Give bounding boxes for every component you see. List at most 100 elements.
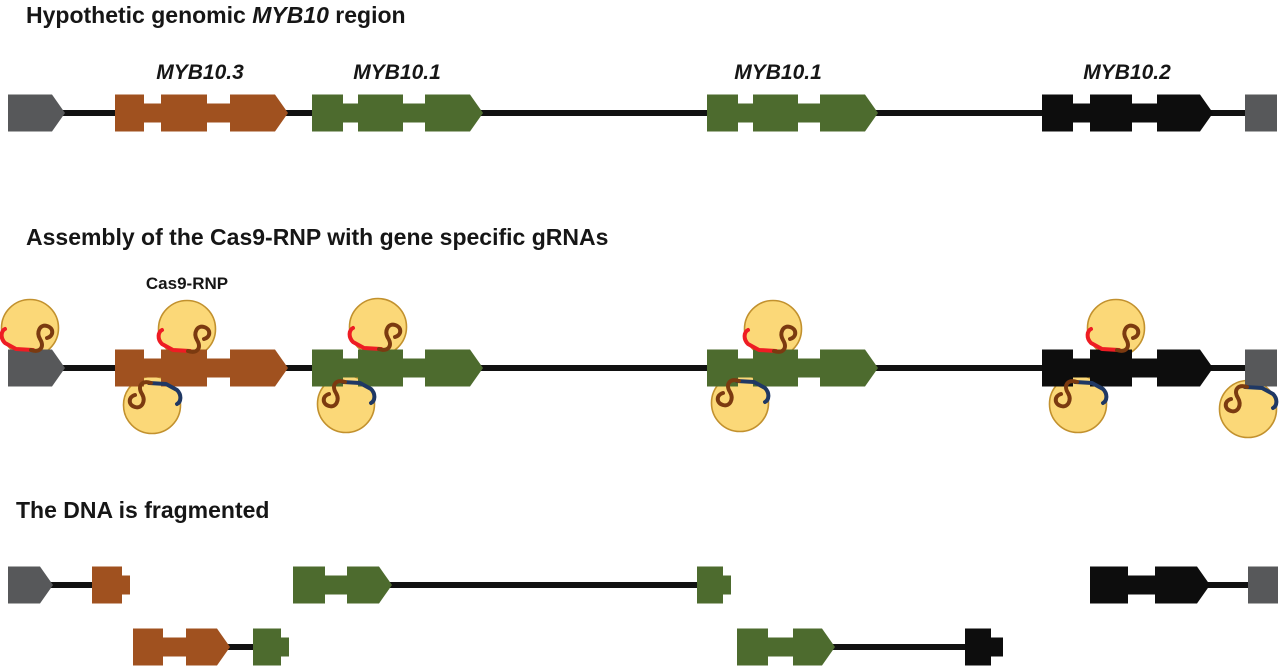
grna-spacer-navy-icon: [341, 380, 377, 405]
green-exon: [312, 94, 343, 132]
dna-line: [10, 110, 1272, 116]
black-connector: [1128, 575, 1155, 595]
grna-spacer-navy-icon: [147, 381, 183, 406]
lines-layer: [10, 110, 1272, 371]
green-exon: [737, 628, 768, 666]
brown-exon: [133, 628, 163, 666]
green-exon: [697, 566, 723, 604]
green-exon: [358, 94, 403, 132]
green-connector: [343, 103, 358, 123]
grna-glyph: [1085, 323, 1141, 353]
grna-spacer-red-icon: [347, 326, 383, 351]
grna-scaffold-icon: [127, 380, 153, 410]
genomic-row: [8, 94, 1277, 132]
brown-connector: [207, 358, 230, 378]
black-connector: [1132, 103, 1157, 123]
brown-arrow-exon: [230, 349, 288, 387]
grna-spacer-red-icon: [156, 328, 192, 353]
cas9-rnp-label: Cas9-RNP: [145, 274, 229, 293]
brown-connector: [144, 103, 161, 123]
dna-fragment: [1090, 566, 1278, 604]
gray-arrow-exon: [8, 94, 65, 132]
grna-glyph: [156, 324, 212, 354]
gene-label-MYB10.1-2: MYB10.1: [734, 61, 822, 84]
brown-exon: [92, 566, 122, 604]
gray-exon: [1245, 349, 1277, 387]
brown-connector: [207, 103, 230, 123]
green-exon: [753, 94, 798, 132]
grna-scaffold-icon: [186, 324, 212, 354]
green-arrow-exon: [347, 566, 392, 604]
grna-glyph: [0, 323, 55, 353]
grna-scaffold-icon: [1223, 384, 1249, 414]
grna-scaffold-icon: [772, 324, 798, 354]
black-exon: [965, 628, 991, 666]
gene-shapes-layer: [8, 94, 1278, 666]
genomic-row-line: [10, 110, 1272, 116]
gene-label-MYB10.2-3: MYB10.2: [1083, 61, 1171, 84]
grna-glyphs-layer: [0, 322, 1279, 414]
black-exon: [1090, 566, 1128, 604]
black-connector: [991, 637, 1003, 657]
gray-exon: [1245, 94, 1277, 132]
green-exon: [358, 349, 403, 387]
dna-line: [750, 644, 1000, 650]
title-genomic-gene-name: MYB10: [252, 2, 329, 28]
section-title-genomic: Hypothetic genomic MYB10 region: [26, 2, 406, 29]
brown-connector: [144, 358, 161, 378]
brown-exon: [161, 94, 207, 132]
dna-line: [310, 582, 715, 588]
black-connector: [1073, 358, 1090, 378]
brown-connector: [122, 575, 130, 595]
grna-scaffold-icon: [1053, 379, 1079, 409]
grna-glyph: [742, 324, 798, 354]
grna-scaffold-icon: [29, 323, 55, 353]
section-title-assembly: Assembly of the Cas9-RNP with gene speci…: [26, 224, 609, 250]
green-connector: [403, 358, 425, 378]
assembly-row-line: [10, 365, 1272, 371]
grna-scaffold-icon: [1115, 323, 1141, 353]
grna-spacer-navy-icon: [735, 379, 771, 404]
black-arrow-exon: [1157, 94, 1213, 132]
gray-arrow-exon: [8, 566, 53, 604]
grna-glyph: [1223, 384, 1279, 414]
dna-fragment: [293, 566, 731, 604]
gray-arrow-exon: [8, 349, 65, 387]
green-connector: [798, 103, 820, 123]
dna-line: [10, 365, 1272, 371]
black-exon: [1042, 94, 1073, 132]
brown-exon: [115, 94, 144, 132]
section-title-fragmented: The DNA is fragmented: [16, 497, 270, 523]
green-connector: [723, 575, 731, 595]
black-exon: [1090, 349, 1132, 387]
gene-label-MYB10.1-1: MYB10.1: [353, 61, 441, 84]
green-connector: [798, 358, 820, 378]
title-genomic-suffix: region: [328, 2, 406, 28]
brown-arrow-exon: [230, 94, 288, 132]
grna-spacer-navy-icon: [1243, 385, 1279, 410]
green-exon: [293, 566, 325, 604]
grna-glyph: [127, 380, 183, 410]
black-connector: [1132, 358, 1157, 378]
black-arrow-exon: [1155, 566, 1210, 604]
grna-spacer-red-icon: [1085, 327, 1121, 352]
dna-fragment: [737, 628, 1003, 666]
grna-scaffold-icon: [377, 322, 403, 352]
green-exon: [753, 349, 798, 387]
black-arrow-exon: [1157, 349, 1213, 387]
green-connector: [325, 575, 347, 595]
green-arrow-exon: [425, 349, 483, 387]
black-connector: [1073, 103, 1090, 123]
green-exon: [707, 94, 738, 132]
grna-glyph: [347, 322, 403, 352]
grna-scaffold-icon: [321, 379, 347, 409]
green-arrow-exon: [793, 628, 835, 666]
gray-exon: [1248, 566, 1278, 604]
brown-exon: [161, 349, 207, 387]
green-arrow-exon: [820, 349, 878, 387]
green-arrow-exon: [425, 94, 483, 132]
brown-exon: [115, 349, 144, 387]
green-connector: [768, 637, 793, 657]
green-arrow-exon: [820, 94, 878, 132]
